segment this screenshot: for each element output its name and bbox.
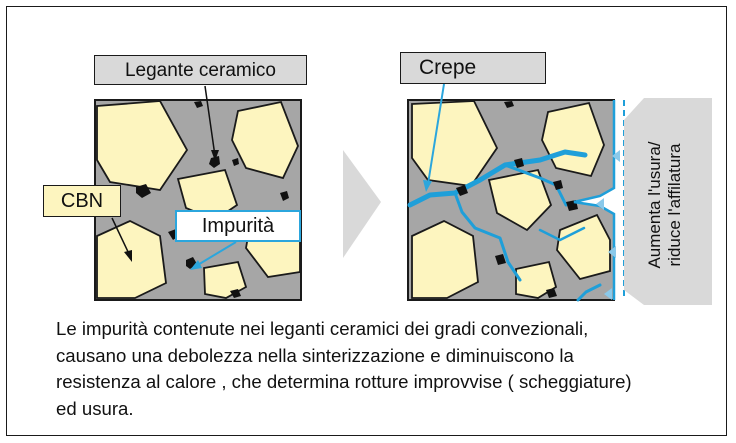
cbn-grain <box>487 168 553 232</box>
crack-line <box>407 149 588 208</box>
wear-arrow <box>608 246 616 258</box>
caption-line: Le impurità contenute nei leganti cerami… <box>56 318 589 339</box>
worn-edge-notch <box>574 100 622 300</box>
impurity-particle <box>546 288 557 298</box>
impurity-particle <box>230 289 241 298</box>
impurity-particle <box>136 184 151 198</box>
crepe-arrowhead <box>423 180 432 192</box>
crepe-leader-line <box>427 83 445 185</box>
legante-arrowhead <box>211 150 219 161</box>
impurity-particle <box>186 257 197 269</box>
cbn-arrowhead <box>124 250 132 262</box>
aumenta-line-1: Aumenta l'usura/ <box>645 141 664 269</box>
impurity-particle <box>232 158 239 166</box>
impurita-leader-line <box>195 241 237 267</box>
crack-line <box>453 191 522 282</box>
cbn-grain <box>411 219 479 299</box>
caption-line: resistenza al calore , che determina rot… <box>56 371 632 392</box>
wear-arrow <box>612 150 620 162</box>
impurity-particle <box>514 158 524 168</box>
transition-arrow <box>343 150 381 258</box>
left-structure-panel <box>94 99 302 301</box>
crack-line <box>538 226 586 242</box>
legante-ceramico-label: Legante ceramico <box>94 55 307 85</box>
aumenta-usura-label: Aumenta l'usura/ riduce l'affilatura <box>645 105 689 305</box>
cbn-grain <box>541 101 605 178</box>
impurity-particle <box>280 191 289 201</box>
caption-line: causano una debolezza nella sinterizzazi… <box>56 344 574 366</box>
diagram-frame <box>6 6 727 436</box>
crack-line <box>576 283 602 302</box>
cbn-grain <box>556 213 611 281</box>
cbn-grain <box>96 100 189 191</box>
impurita-label: Impurità <box>175 210 301 242</box>
aumenta-line-2: riduce l'affilatura <box>665 143 684 267</box>
cbn-leader-line <box>111 217 131 257</box>
crack-line <box>503 163 568 207</box>
impurity-particle <box>553 180 563 190</box>
legante-leader-line <box>204 85 216 157</box>
right-structure-panel <box>407 99 625 302</box>
wear-direction-arrow <box>624 98 712 305</box>
impurity-particle <box>456 185 468 196</box>
cbn-grain <box>231 100 299 180</box>
caption-line: ed usura. <box>56 397 134 419</box>
impurity-particle <box>209 156 220 168</box>
crack-network <box>407 149 602 302</box>
impurity-particle <box>504 101 514 108</box>
caption-text: Le impurità contenute nei leganti cerami… <box>56 316 726 422</box>
wear-arrow <box>596 198 604 210</box>
impurity-particle <box>495 254 506 265</box>
wear-arrow <box>604 288 612 300</box>
impurita-arrowhead <box>190 260 202 270</box>
crepe-label: Crepe <box>400 52 546 84</box>
impurity-particle <box>194 101 203 108</box>
worn-edge-outline <box>573 100 616 300</box>
cbn-label: CBN <box>43 185 121 217</box>
